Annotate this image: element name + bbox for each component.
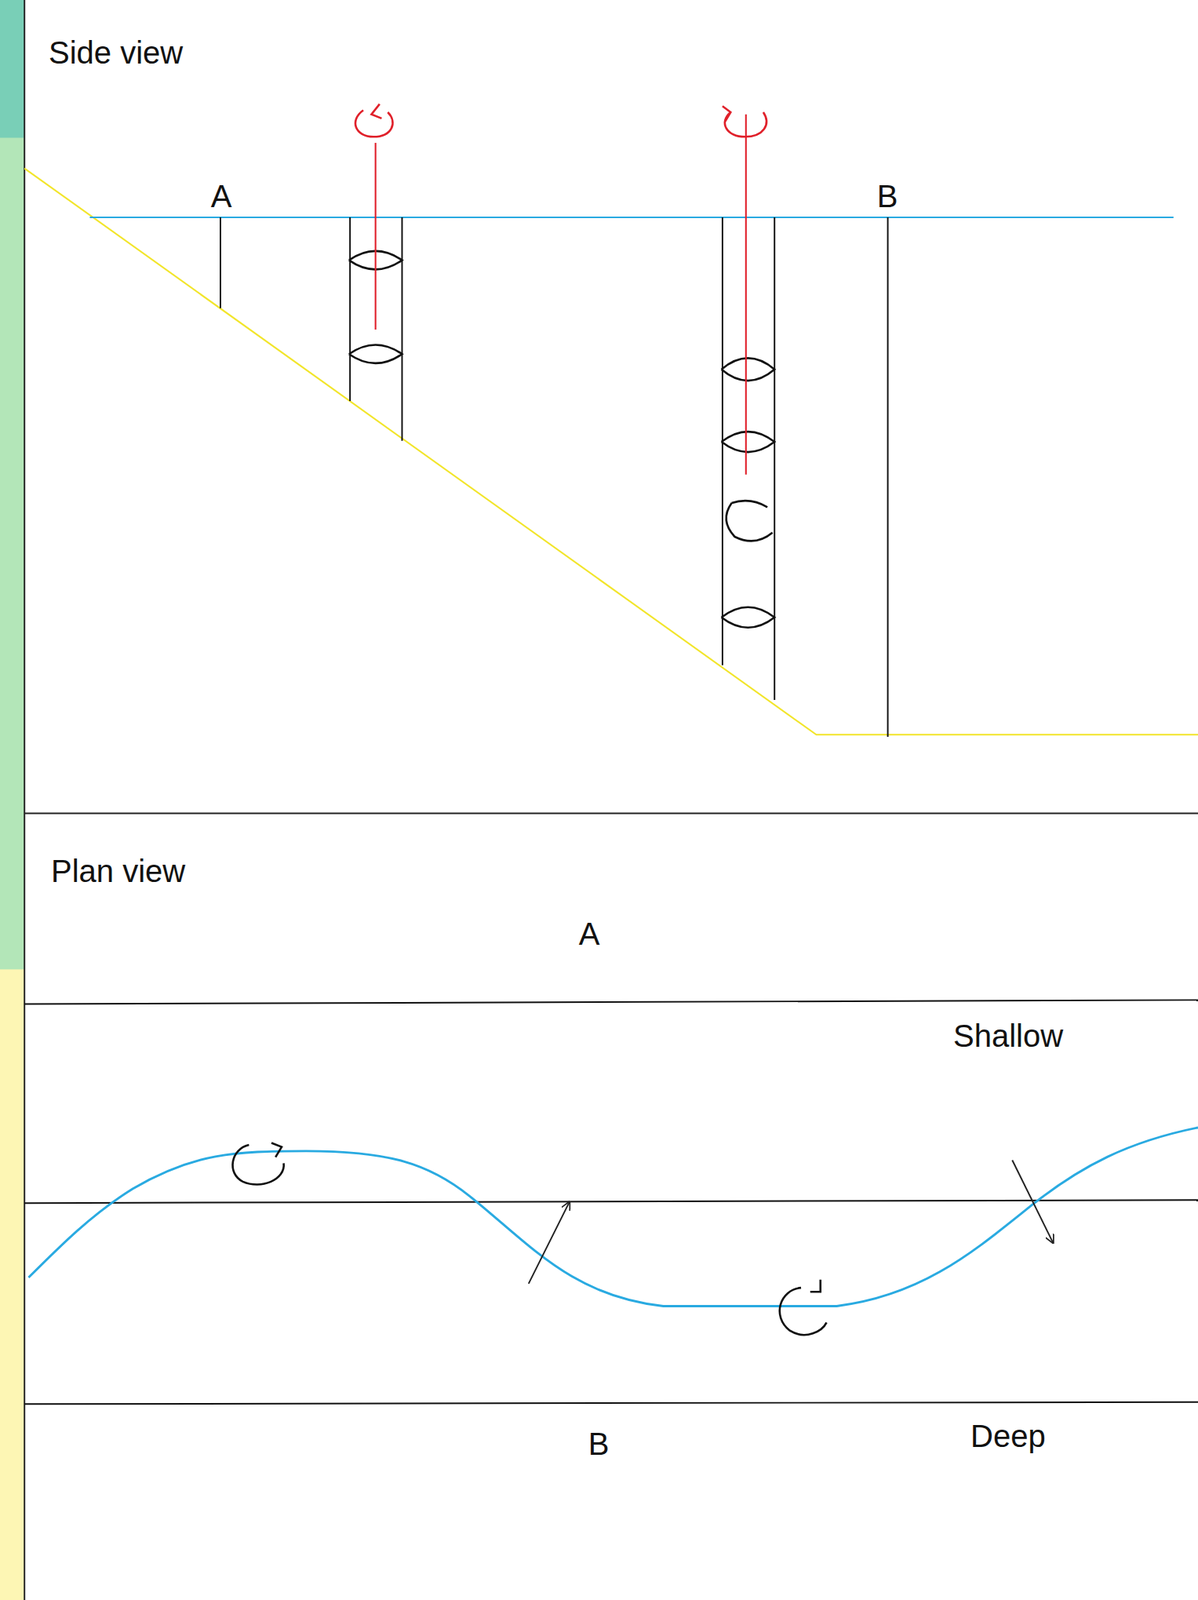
point-label: A (211, 178, 233, 214)
depth-contour (24, 999, 1198, 1004)
rotation-symbol (355, 104, 394, 138)
depth-line (887, 217, 889, 737)
depth-contour (24, 1199, 1198, 1203)
point-label: B (877, 178, 899, 214)
vortex-ring (721, 431, 776, 452)
column-wall (400, 217, 403, 441)
panel-title: Side view (48, 35, 183, 70)
rotation-symbol (779, 1279, 827, 1335)
rotation-symbol (722, 105, 767, 137)
rotation-axis (745, 114, 747, 475)
panel-title: Plan view (50, 853, 186, 889)
column-wall (773, 217, 776, 700)
depth-label: Deep (970, 1418, 1046, 1453)
vortex-ring (726, 500, 773, 541)
panel-border (23, 0, 26, 1600)
vortex-ring (349, 345, 403, 364)
wave-crest (28, 1127, 1198, 1307)
panel-ground (24, 0, 1198, 1600)
vortex-ring (721, 607, 776, 628)
vortex-ring (721, 357, 776, 381)
column-wall (349, 217, 351, 401)
flow-arrow (1012, 1160, 1053, 1243)
plan-view-panel: Plan view (24, 812, 1198, 1600)
flow-arrow (528, 1201, 570, 1284)
backdrop-teal (0, 0, 25, 139)
side-view (24, 104, 1198, 737)
depth-label: Shallow (953, 1018, 1064, 1053)
depth-line (219, 217, 222, 309)
point-label: A (578, 916, 601, 951)
rotation-symbol (233, 1142, 285, 1184)
backdrop-green (0, 132, 25, 969)
panel-divider (24, 812, 1198, 814)
depth-contour (24, 1401, 1198, 1405)
side-view-panel: Side view (24, 0, 1198, 813)
water-surface (89, 216, 1173, 219)
seabed-line (24, 168, 1198, 736)
plan-view (24, 999, 1198, 1404)
point-label: B (588, 1426, 610, 1461)
rotation-axis (375, 142, 377, 330)
